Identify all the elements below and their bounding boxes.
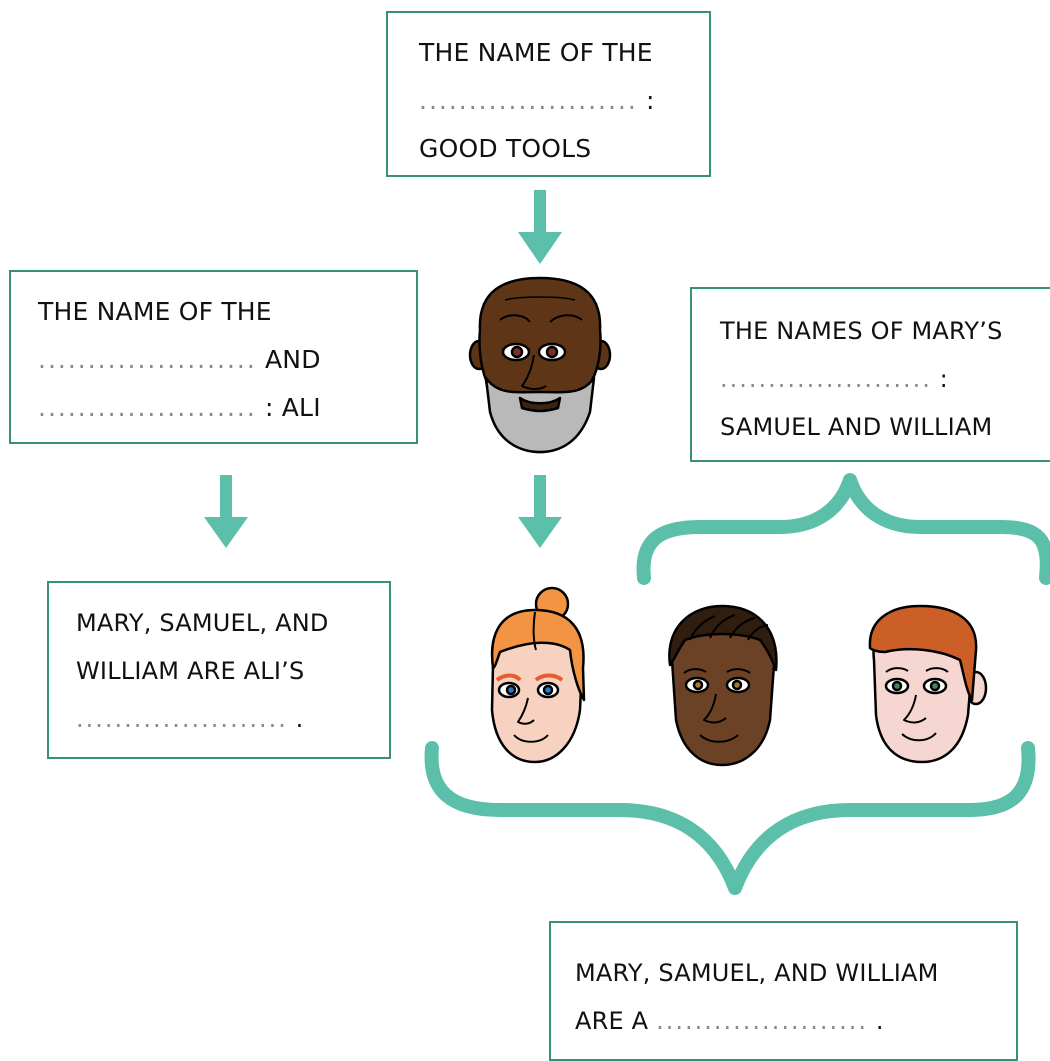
arrow-down-icon	[518, 190, 562, 264]
clue-text: .	[867, 1007, 884, 1035]
clue-line: THE NAME OF THE	[419, 38, 653, 67]
answer-blank[interactable]: ......................	[38, 345, 257, 374]
answer-blank[interactable]: ......................	[38, 393, 257, 422]
clue-line: ...................... .	[76, 695, 389, 743]
clue-box-left: THE NAME OF THE ...................... A…	[9, 270, 418, 444]
brace-shape	[636, 473, 1050, 585]
clue-text: AND	[256, 345, 321, 374]
clue-line: GOOD TOOLS	[419, 134, 592, 163]
clue-text: : ALI	[256, 393, 321, 422]
mary-face	[490, 586, 586, 764]
clue-line: ...................... :	[419, 77, 709, 125]
clue-line: THE NAME OF THE	[38, 297, 272, 326]
clue-box-top: THE NAME OF THE ...................... :…	[386, 11, 711, 177]
clue-line: THE NAMES OF MARY’S	[720, 317, 1003, 345]
clue-line: ARE A ...................... .	[575, 997, 1016, 1045]
answer-blank[interactable]: ......................	[76, 705, 288, 733]
clue-box-right: THE NAMES OF MARY’S ....................…	[690, 287, 1050, 462]
grandfather-face	[468, 276, 612, 454]
clue-line: SAMUEL AND WILLIAM	[720, 413, 993, 441]
clue-box-bottom: MARY, SAMUEL, AND WILLIAM ARE A ........…	[549, 921, 1018, 1061]
clue-line: ...................... :	[720, 355, 1050, 403]
clue-text: .	[287, 705, 304, 733]
clue-text: :	[637, 86, 655, 115]
clue-text: ARE A	[575, 1007, 657, 1035]
brace-shape	[424, 741, 1036, 895]
william-face	[868, 604, 988, 764]
samuel-face	[668, 604, 778, 767]
clue-text: :	[931, 365, 948, 393]
clue-line: MARY, SAMUEL, AND	[76, 609, 329, 637]
clue-line: WILLIAM ARE ALI’S	[76, 657, 305, 685]
clue-line: ...................... : ALI	[38, 384, 416, 432]
answer-blank[interactable]: ......................	[720, 365, 932, 393]
answer-blank[interactable]: ......................	[419, 86, 638, 115]
clue-line: MARY, SAMUEL, AND WILLIAM	[575, 959, 939, 987]
arrow-down-icon	[204, 475, 248, 548]
clue-line: ...................... AND	[38, 336, 416, 384]
answer-blank[interactable]: ......................	[656, 1007, 868, 1035]
clue-box-middle: MARY, SAMUEL, AND WILLIAM ARE ALI’S ....…	[47, 581, 391, 759]
arrow-down-icon	[518, 475, 562, 548]
